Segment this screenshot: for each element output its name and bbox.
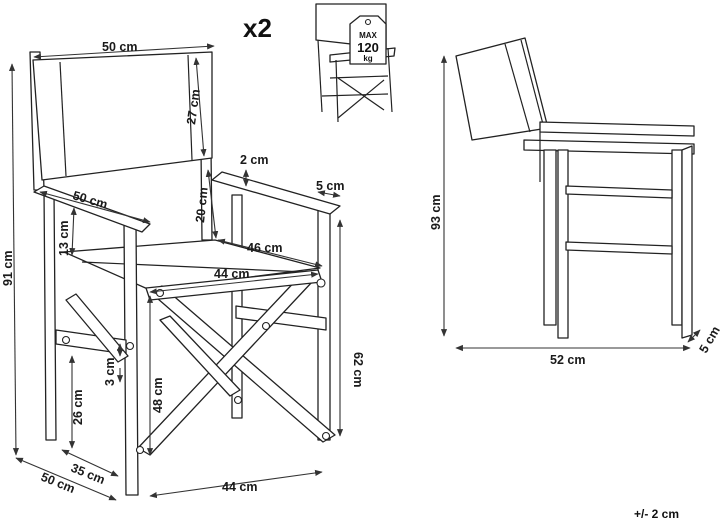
backrest-seam — [187, 54, 193, 161]
label-folded-length: 52 cm — [550, 353, 585, 367]
label-backrest-height: 27 cm — [184, 88, 203, 125]
main-chair-illustration — [29, 51, 341, 496]
folded-stretcher — [565, 241, 673, 255]
bolt — [125, 341, 135, 351]
side-stretcher — [235, 305, 327, 331]
folded-leg — [543, 149, 557, 326]
label-total-height: 91 cm — [1, 251, 15, 286]
label-armrest-gap: 2 cm — [240, 153, 269, 167]
label-stretcher-gap: 3 cm — [103, 358, 117, 387]
bolt — [316, 278, 326, 288]
backrest-seam — [59, 61, 67, 177]
label-armrest-width: 5 cm — [316, 179, 345, 193]
tolerance-note: +/- 2 cm — [634, 507, 679, 521]
seat-edge — [81, 261, 306, 273]
label-stretcher-height: 26 cm — [71, 390, 85, 425]
folded-leg — [557, 149, 569, 339]
weight-tag-value: 120 — [357, 40, 379, 55]
label-seat-height: 48 cm — [151, 378, 165, 413]
quantity-badge: x2 — [243, 13, 272, 43]
side-cross-brace — [65, 293, 129, 363]
folded-leg — [681, 145, 693, 339]
label-backrest-width: 50 cm — [102, 40, 137, 54]
front-left-leg — [123, 221, 139, 496]
folded-leg — [671, 149, 683, 326]
folded-armrest — [539, 121, 695, 137]
label-folded-thickness: 5 cm — [696, 324, 720, 356]
thumbnail-chair: MAX 120 kg — [315, 3, 396, 123]
bolt — [261, 321, 271, 331]
rear-left-leg — [43, 189, 57, 441]
weight-tag — [349, 15, 387, 65]
folded-stretcher — [565, 185, 673, 199]
label-back-to-arm-height: 20 cm — [193, 187, 211, 224]
label-seat-width: 44 cm — [214, 267, 249, 281]
dimension-lines — [8, 43, 344, 501]
bolt — [135, 445, 145, 455]
rear-cross-brace — [159, 315, 241, 397]
label-arm-to-seat-height: 13 cm — [57, 221, 71, 256]
label-folded-height: 93 cm — [429, 195, 443, 230]
label-seat-depth: 46 cm — [247, 241, 282, 255]
weight-tag-max: MAX — [359, 31, 377, 40]
bolt — [61, 335, 71, 345]
bolt — [233, 395, 243, 405]
folded-side-view: 93 cm 52 cm 5 cm — [429, 37, 720, 367]
bolt — [321, 431, 331, 441]
label-side-height: 62 cm — [351, 352, 365, 387]
weight-tag-unit: kg — [363, 54, 372, 63]
label-base-width: 44 cm — [222, 480, 257, 494]
